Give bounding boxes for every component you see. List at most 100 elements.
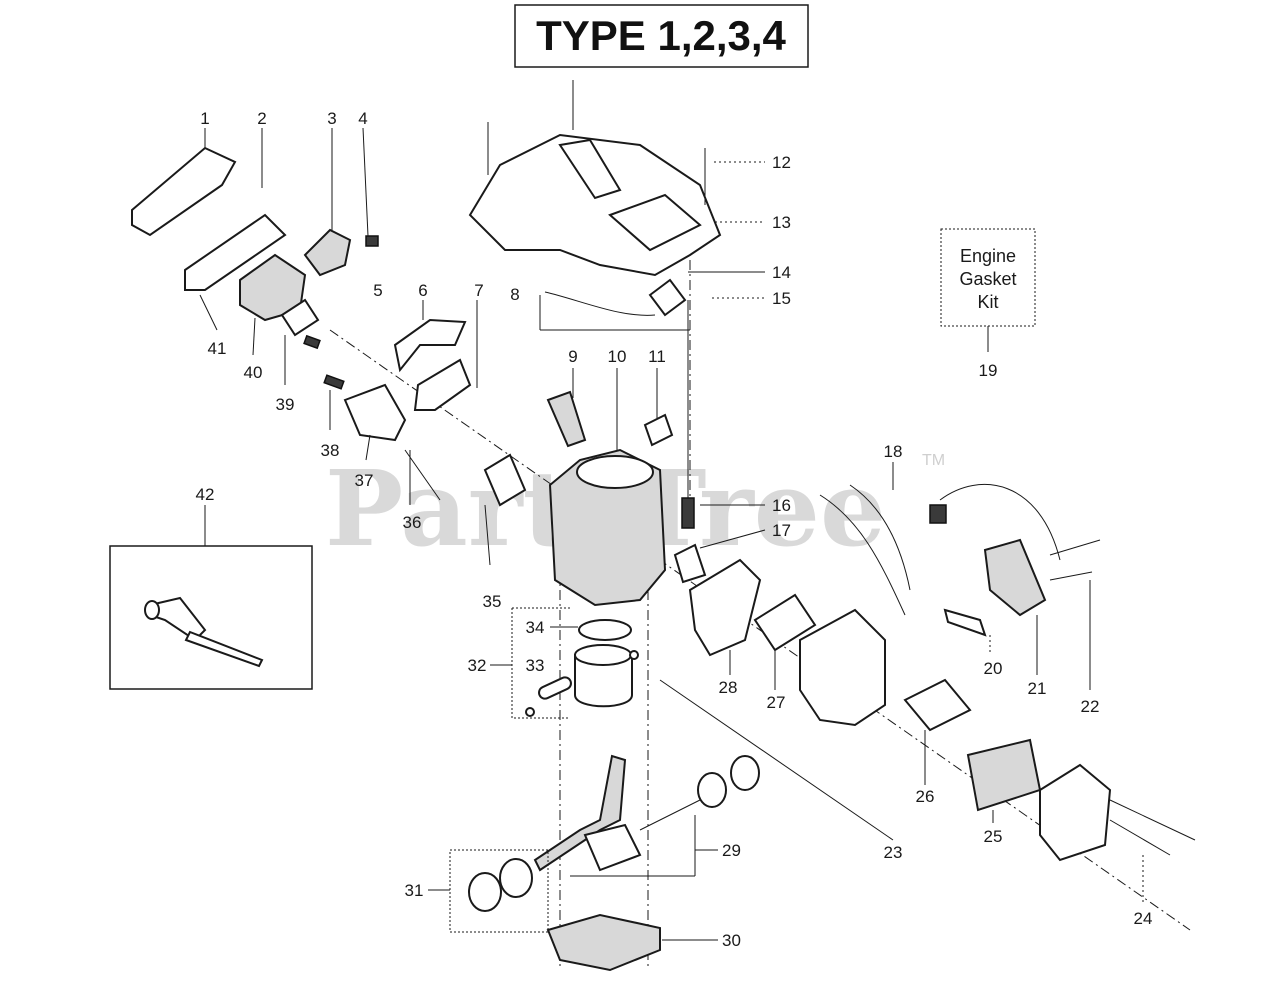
callout-9[interactable]: 9 <box>568 347 577 366</box>
callout-25[interactable]: 25 <box>984 827 1003 846</box>
muffler-gasket[interactable] <box>688 558 762 657</box>
callout-21[interactable]: 21 <box>1028 679 1047 698</box>
intake-elbow[interactable] <box>303 228 352 277</box>
piston-crown <box>574 644 632 666</box>
gasket-kit-box[interactable]: Engine Gasket Kit <box>940 228 1036 352</box>
cylinder[interactable] <box>548 448 667 607</box>
callout-12[interactable]: 12 <box>772 153 791 172</box>
piston-bracket <box>511 607 570 719</box>
ignition-module[interactable] <box>983 538 1047 617</box>
callout-22[interactable]: 22 <box>1081 697 1100 716</box>
callout-16[interactable]: 16 <box>772 496 791 515</box>
callout-7[interactable]: 7 <box>474 281 483 300</box>
piston-pin[interactable] <box>537 675 573 700</box>
heat-shield-lower[interactable] <box>413 358 472 411</box>
bearing-left-outer[interactable] <box>468 872 502 912</box>
callout-numbers: 1 2 3 4 5 6 7 8 9 10 11 12 13 14 15 16 1… <box>196 109 1153 950</box>
callout-17[interactable]: 17 <box>772 521 791 540</box>
plug-cap[interactable] <box>929 504 947 524</box>
air-filter-housing[interactable] <box>184 213 287 291</box>
muffler-spacer[interactable] <box>673 543 707 584</box>
muffler-bolt-upper[interactable] <box>1109 799 1196 841</box>
callout-8[interactable]: 8 <box>510 285 519 304</box>
callout-41[interactable]: 41 <box>208 339 227 358</box>
callout-34[interactable]: 34 <box>526 618 545 637</box>
bearing-right-outer[interactable] <box>730 755 760 791</box>
callout-35[interactable]: 35 <box>483 592 502 611</box>
bolt-part-36[interactable] <box>404 449 441 501</box>
spark-arrestor-screen[interactable] <box>966 738 1042 812</box>
callout-13[interactable]: 13 <box>772 213 791 232</box>
gasket-kit-line-2: Gasket <box>959 269 1016 289</box>
watermark-trademark: TM <box>922 452 945 469</box>
air-filter-cover[interactable] <box>131 146 237 237</box>
callout-5[interactable]: 5 <box>373 281 382 300</box>
combination-tool-box[interactable] <box>109 505 313 690</box>
callout-18[interactable]: 18 <box>884 442 903 461</box>
pin-clip-right[interactable] <box>629 650 639 660</box>
bearing-left-inner[interactable] <box>499 858 533 898</box>
type-title: TYPE 1,2,3,4 <box>514 4 809 68</box>
callout-36[interactable]: 36 <box>403 513 422 532</box>
callout-3[interactable]: 3 <box>327 109 336 128</box>
callout-32[interactable]: 32 <box>468 656 487 675</box>
ignition-lead <box>939 484 1061 561</box>
callout-40[interactable]: 40 <box>244 363 263 382</box>
callout-37[interactable]: 37 <box>355 471 374 490</box>
callout-14[interactable]: 14 <box>772 263 791 282</box>
callout-39[interactable]: 39 <box>276 395 295 414</box>
heat-shield-upper[interactable] <box>393 318 467 373</box>
callout-38[interactable]: 38 <box>321 441 340 460</box>
callout-31[interactable]: 31 <box>405 881 424 900</box>
callout-20[interactable]: 20 <box>984 659 1003 678</box>
main-bearing-group[interactable] <box>449 849 549 933</box>
callout-2[interactable]: 2 <box>257 109 266 128</box>
callout-11[interactable]: 11 <box>648 347 666 366</box>
decomp-valve[interactable] <box>681 497 695 529</box>
callout-4[interactable]: 4 <box>358 109 367 128</box>
plug-boot[interactable] <box>643 413 674 447</box>
muffler-gasket-thin[interactable] <box>753 593 817 652</box>
callout-26[interactable]: 26 <box>916 787 935 806</box>
callout-6[interactable]: 6 <box>418 281 427 300</box>
muffler-bolt-lower[interactable] <box>1109 819 1171 856</box>
callout-28[interactable]: 28 <box>719 678 738 697</box>
ignition-bracket[interactable] <box>943 608 987 637</box>
module-screw-upper[interactable] <box>1049 539 1101 556</box>
callout-29[interactable]: 29 <box>722 841 741 860</box>
module-screw-lower[interactable] <box>1049 571 1093 581</box>
fuel-line[interactable] <box>544 291 656 316</box>
ignition-wire[interactable] <box>819 494 906 616</box>
carb-gasket[interactable] <box>280 298 320 337</box>
muffler-body[interactable] <box>799 608 886 727</box>
pin-clip-left[interactable] <box>525 707 535 717</box>
callout-24[interactable]: 24 <box>1134 909 1153 928</box>
cylinder-gasket[interactable] <box>483 453 527 507</box>
callout-23[interactable]: 23 <box>884 843 903 862</box>
callout-10[interactable]: 10 <box>608 347 627 366</box>
callout-1[interactable]: 1 <box>200 109 209 128</box>
bearing-right-inner[interactable] <box>697 772 727 808</box>
muffler-cover[interactable] <box>1039 763 1112 862</box>
crankshaft-rod[interactable] <box>533 754 627 872</box>
crank-stub <box>639 799 701 831</box>
callout-30[interactable]: 30 <box>722 931 741 950</box>
piston[interactable] <box>574 654 633 708</box>
spark-plug[interactable] <box>546 390 587 448</box>
callout-15[interactable]: 15 <box>772 289 791 308</box>
crank-web[interactable] <box>583 823 642 872</box>
crankcase[interactable] <box>546 913 661 972</box>
fastener-part-4[interactable] <box>365 235 379 247</box>
callout-19[interactable]: 19 <box>979 361 998 380</box>
intake-flange[interactable] <box>343 383 407 442</box>
piston-group[interactable] <box>511 607 639 719</box>
callout-33[interactable]: 33 <box>526 656 545 675</box>
main-axis <box>329 329 1191 931</box>
callout-42[interactable]: 42 <box>196 485 215 504</box>
stop-switch[interactable] <box>648 278 687 317</box>
piston-ring[interactable] <box>578 619 632 641</box>
screw-part-38[interactable] <box>323 374 345 390</box>
callout-27[interactable]: 27 <box>767 693 786 712</box>
spark-arrestor-plate[interactable] <box>903 678 972 732</box>
screw-part-40b[interactable] <box>303 334 321 350</box>
